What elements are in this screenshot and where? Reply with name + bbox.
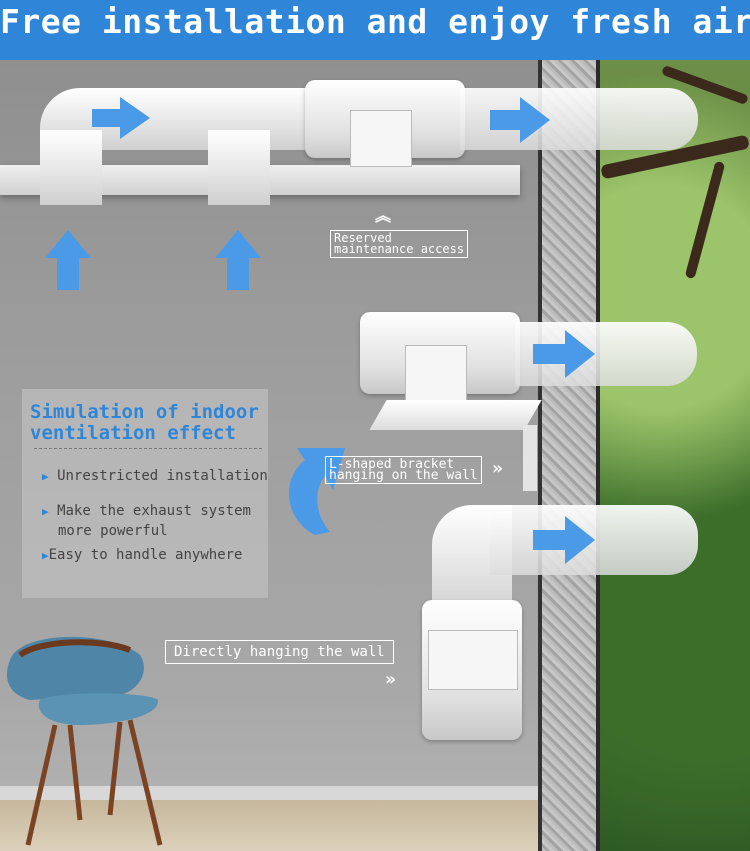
- l-shaped-bracket: [369, 400, 542, 430]
- triangle-bullet-icon: ▶: [42, 470, 49, 483]
- bracket-post: [523, 425, 537, 491]
- arrow-up-icon: [45, 230, 91, 290]
- concrete-wall: [538, 60, 600, 851]
- maintenance-label: Reserved maintenance access: [330, 230, 469, 258]
- triangle-bullet-icon: ▶: [42, 505, 49, 518]
- arrow-up-icon: [215, 230, 261, 290]
- banner-title: Free installation and enjoy fresh air: [0, 2, 750, 41]
- fan-motor-box: [405, 345, 467, 407]
- bullet-text: Unrestricted installation: [57, 468, 268, 484]
- triangle-bullet-icon: ▶: [42, 549, 49, 562]
- curved-arrow-icon: [288, 448, 345, 535]
- outdoor-trees: [600, 60, 750, 851]
- bullet-text: Easy to handle anywhere: [48, 547, 243, 563]
- info-box-title-line1: Simulation of indoor: [30, 401, 259, 423]
- bullet-text-continued: more powerful: [58, 523, 168, 539]
- bracket-label: L-shaped bracket hanging on the wall: [325, 456, 482, 484]
- baseboard: [0, 786, 538, 800]
- fan-motor-box: [350, 110, 412, 167]
- header-banner: Free installation and enjoy fresh air: [0, 0, 750, 60]
- armchair-illustration: [6, 636, 163, 846]
- bullet-item: ▶ Unrestricted installation: [42, 468, 268, 484]
- info-box-title-line2: ventilation effect: [30, 422, 236, 444]
- arrow-right-icon: [533, 330, 595, 378]
- chevron-right-icon: »: [492, 458, 503, 479]
- bullet-text: Make the exhaust system: [57, 503, 251, 519]
- fan-motor-box: [428, 630, 518, 690]
- duct-drop-right: [208, 130, 270, 205]
- arrow-right-icon: [92, 97, 150, 139]
- info-box-divider: [34, 448, 262, 449]
- bullet-item: ▶Easy to handle anywhere: [42, 547, 243, 563]
- wooden-floor: [0, 800, 538, 851]
- bullet-item: ▶ Make the exhaust system: [42, 503, 251, 519]
- chevron-up-icon: ︽: [375, 206, 392, 225]
- arrow-right-icon: [490, 97, 550, 143]
- chevron-right-icon: »: [385, 669, 396, 690]
- arrow-right-icon: [533, 516, 595, 564]
- duct-drop-left: [40, 130, 102, 205]
- tree-branch: [684, 160, 726, 280]
- info-box: Simulation of indoor ventilation effect: [22, 389, 268, 598]
- direct-hang-label: Directly hanging the wall: [165, 640, 394, 664]
